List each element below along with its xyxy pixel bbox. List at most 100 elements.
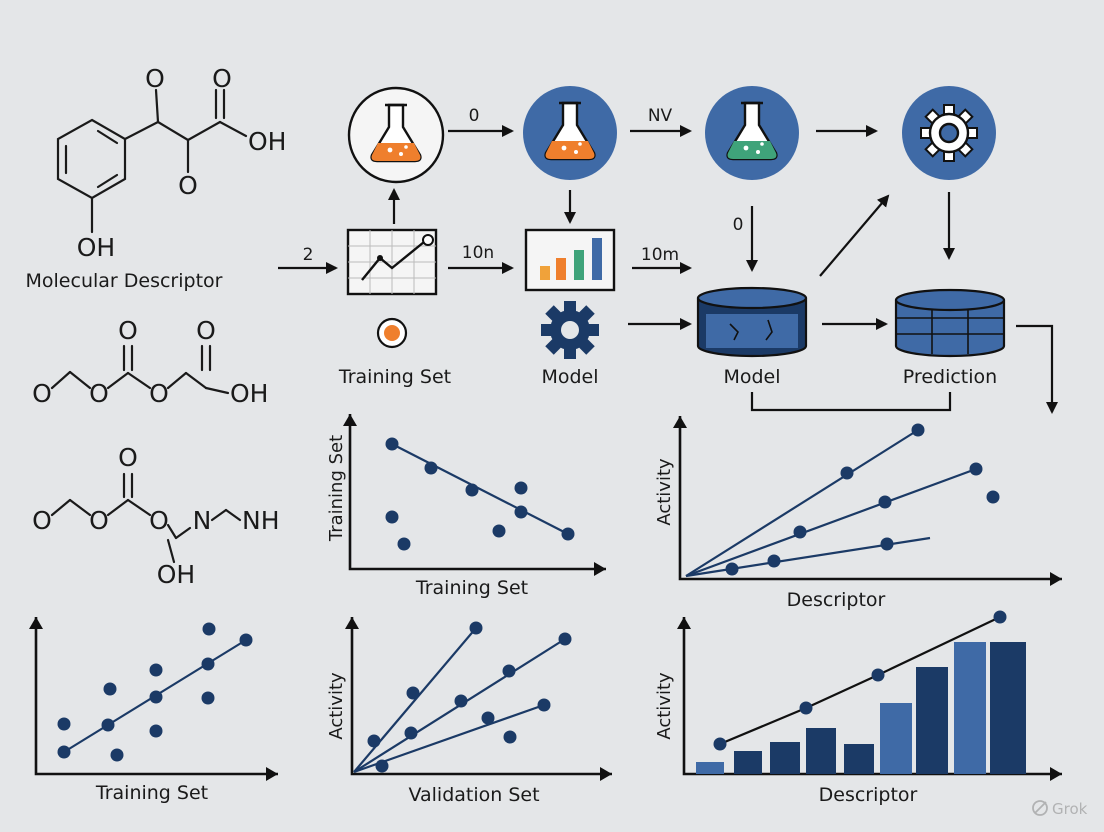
arrow-edge bbox=[1016, 324, 1058, 414]
chart5-ylabel: Activity bbox=[654, 672, 675, 740]
chart3-xlabel: Training Set bbox=[95, 782, 208, 804]
gear-node bbox=[902, 86, 996, 180]
chart5-bar bbox=[696, 762, 724, 774]
chart5-bar bbox=[880, 703, 912, 774]
chart2-point bbox=[725, 562, 739, 576]
chart4-point bbox=[406, 686, 420, 700]
atom-o: O bbox=[89, 379, 109, 408]
chart3-point bbox=[57, 717, 71, 731]
atom-o: O bbox=[118, 316, 138, 345]
chart1-point bbox=[514, 481, 528, 495]
chart4-fit-line bbox=[353, 627, 477, 773]
bar-chart-icon bbox=[524, 228, 616, 292]
target-icon bbox=[376, 317, 408, 349]
chart5-x-arrowhead bbox=[1050, 767, 1062, 781]
chart5-bar bbox=[990, 642, 1026, 774]
chart4-axes bbox=[350, 617, 612, 776]
chart2-point bbox=[969, 462, 983, 476]
table-db-icon bbox=[894, 288, 1006, 358]
connector-bracket bbox=[750, 392, 952, 412]
watermark: Grok bbox=[1032, 800, 1088, 818]
chart5-point bbox=[799, 701, 813, 715]
chart4-point bbox=[537, 698, 551, 712]
chart1-ylabel: Training Set bbox=[326, 435, 347, 542]
chart2-xlabel: Descriptor bbox=[787, 589, 886, 611]
node-label-training-set: Training Set bbox=[338, 366, 451, 388]
chart2-axes bbox=[678, 416, 1062, 581]
chart1-point bbox=[492, 524, 506, 538]
chart3-point bbox=[101, 718, 115, 732]
chart1-point bbox=[424, 461, 438, 475]
chart1-fit-line bbox=[391, 443, 569, 535]
chart1-point bbox=[397, 537, 411, 551]
chart1-point bbox=[385, 437, 399, 451]
chart2-x-arrowhead bbox=[1050, 572, 1062, 586]
chart3-point bbox=[239, 633, 253, 647]
chart5-bar bbox=[806, 728, 836, 774]
chart1-point bbox=[514, 505, 528, 519]
chart4-point bbox=[502, 664, 516, 678]
molecule-2: O O O O O OH bbox=[32, 316, 268, 408]
node-label-model: Model bbox=[541, 366, 598, 388]
chart1-point bbox=[561, 527, 575, 541]
gear-icon bbox=[920, 104, 978, 162]
atom-o: O bbox=[118, 443, 138, 472]
chart4-point bbox=[367, 734, 381, 748]
chart5-point bbox=[713, 737, 727, 751]
atom-oh: OH bbox=[248, 127, 286, 156]
atom-n: N bbox=[193, 506, 212, 535]
chart2-point bbox=[840, 466, 854, 480]
edge-label: 2 bbox=[303, 245, 314, 265]
chart3-point bbox=[149, 724, 163, 738]
atom-o: O bbox=[196, 316, 216, 345]
flask-node-blue-orange bbox=[523, 86, 617, 180]
atom-o: O bbox=[178, 171, 198, 200]
chart4-ylabel: Activity bbox=[326, 672, 347, 740]
chart2-ylabel: Activity bbox=[654, 458, 675, 526]
chart3-point bbox=[201, 691, 215, 705]
edge-label: 0 bbox=[733, 215, 744, 235]
chart4-point bbox=[503, 730, 517, 744]
flask-icon bbox=[726, 101, 778, 161]
chart3-point bbox=[149, 663, 163, 677]
chart2-y-arrowhead bbox=[673, 416, 687, 428]
atom-o: O bbox=[149, 379, 169, 408]
chart2-point bbox=[878, 495, 892, 509]
chart1-axes bbox=[348, 414, 606, 571]
chart4-point bbox=[558, 632, 572, 646]
chart2-point bbox=[911, 423, 925, 437]
chart1-x-arrowhead bbox=[594, 562, 606, 576]
edge-label: 10n bbox=[462, 243, 494, 263]
line-chart-icon bbox=[346, 228, 438, 296]
atom-o: O bbox=[149, 506, 169, 535]
molecule-caption: Molecular Descriptor bbox=[26, 270, 223, 292]
node-label-prediction: Prediction bbox=[903, 366, 997, 388]
chart3-x-arrowhead bbox=[266, 767, 278, 781]
molecule-1: O O OH O OH Molecular Descriptor bbox=[26, 64, 287, 292]
chart5-point bbox=[993, 610, 1007, 624]
atom-o: O bbox=[32, 379, 52, 408]
edge-label: 0 bbox=[469, 106, 480, 126]
chart4-point bbox=[375, 759, 389, 773]
chart1-y-arrowhead bbox=[343, 414, 357, 426]
atom-nh: NH bbox=[242, 506, 280, 535]
chart4-y-arrowhead bbox=[345, 617, 359, 629]
chart2-point bbox=[986, 490, 1000, 504]
chart5-bar bbox=[916, 667, 948, 774]
chart5-point bbox=[871, 668, 885, 682]
chart1-point bbox=[465, 483, 479, 497]
chart1-point bbox=[385, 510, 399, 524]
chart3-point bbox=[110, 748, 124, 762]
edge-label: NV bbox=[648, 106, 673, 126]
chart2-point bbox=[880, 537, 894, 551]
chart4-point bbox=[481, 711, 495, 725]
gear-icon bbox=[541, 301, 599, 359]
chart2-point bbox=[767, 554, 781, 568]
charts-layer bbox=[29, 414, 1062, 781]
chart4-xlabel: Validation Set bbox=[408, 784, 539, 806]
atom-oh: OH bbox=[157, 560, 195, 589]
chart5-y-arrowhead bbox=[677, 617, 691, 629]
chart4-point bbox=[404, 726, 418, 740]
chart5-bar bbox=[734, 751, 762, 774]
